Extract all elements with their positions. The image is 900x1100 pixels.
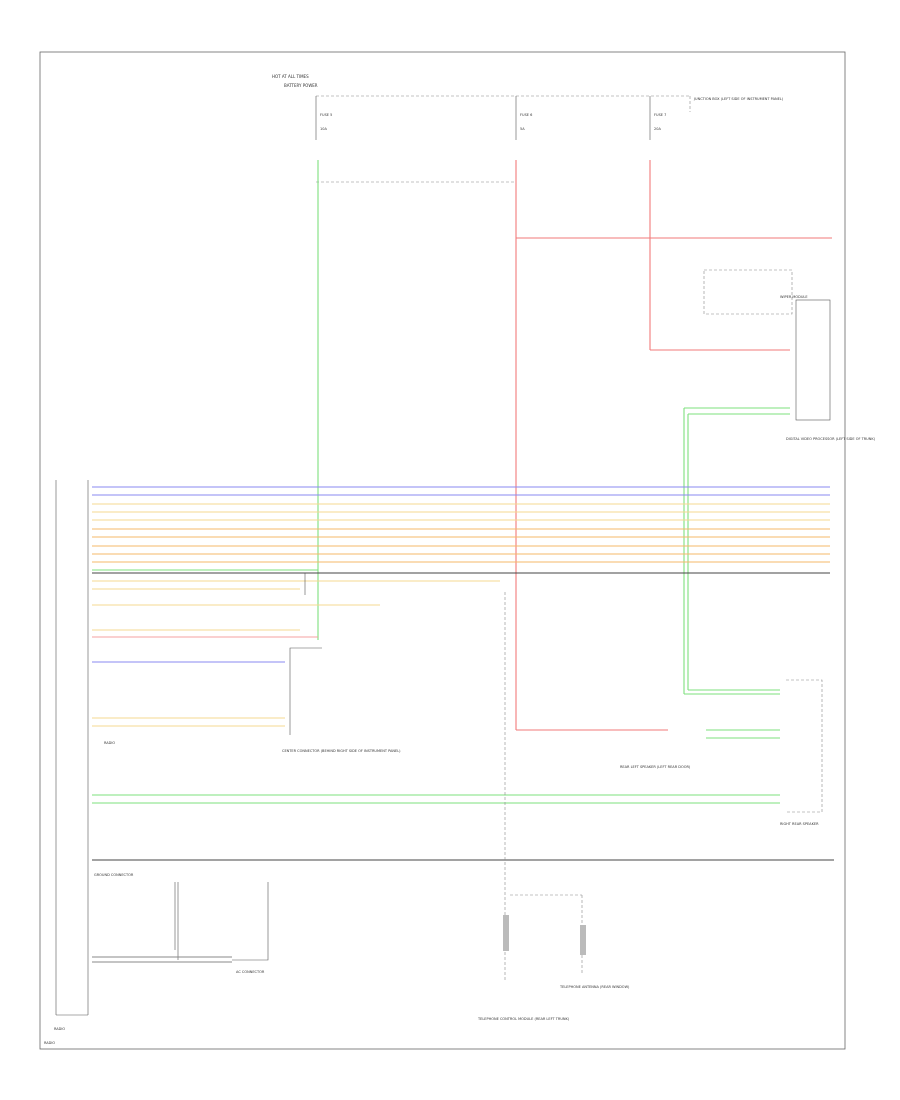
right-lower-label: RIGHT REAR SPEAKER xyxy=(780,822,819,826)
corner-label: RADIO xyxy=(44,1041,55,1045)
junction-label: JUNCTION BOX (LEFT SIDE OF INSTRUMENT PA… xyxy=(693,97,784,101)
top-label-2: BATTERY POWER xyxy=(284,83,318,88)
svg-text:FUSE 6: FUSE 6 xyxy=(520,113,532,117)
video-processor-box xyxy=(795,299,831,421)
fuse-2: FUSE 6 5A xyxy=(515,96,532,140)
module-left-label: RADIO xyxy=(104,741,115,745)
bottom-center-label: TELEPHONE CONTROL MODULE (REAR LEFT TRUN… xyxy=(477,1017,570,1021)
svg-text:5A: 5A xyxy=(520,127,525,131)
tel-antenna-box xyxy=(580,925,586,955)
rear-connector-label: REAR LEFT SPEAKER (LEFT REAR DOOR) xyxy=(620,765,691,769)
wiper-module-box xyxy=(703,269,793,315)
ac-label: AC CONNECTOR xyxy=(236,970,265,974)
bus-wires xyxy=(92,486,830,727)
connector-center: CENTER CONNECTOR (BEHIND RIGHT SIDE OF I… xyxy=(282,749,401,753)
top-label-1: HOT AT ALL TIMES xyxy=(272,74,309,79)
fuse-1: FUSE 5 10A xyxy=(315,96,332,140)
ac-bracket xyxy=(232,882,269,961)
module-right-2: DIGITAL VIDEO PROCESSOR (LEFT SIDE OF TR… xyxy=(786,437,876,441)
center-connector-bracket xyxy=(289,647,322,735)
diagram-frame xyxy=(39,51,846,1050)
fuse-3: FUSE 7 20A xyxy=(649,96,666,140)
svg-text:FUSE 7: FUSE 7 xyxy=(654,113,666,117)
svg-text:FUSE 5: FUSE 5 xyxy=(320,113,332,117)
svg-text:10A: 10A xyxy=(320,127,327,131)
bottom-right-label: TELEPHONE ANTENNA (REAR WINDOW) xyxy=(559,985,630,989)
right-speaker-bracket xyxy=(786,679,823,813)
bottom-left-label: RADIO xyxy=(54,1027,65,1031)
module-right-1: WIPER MODULE xyxy=(780,295,808,299)
svg-text:20A: 20A xyxy=(654,127,661,131)
tel-control-box xyxy=(503,915,509,951)
connector-lower: GROUND CONNECTOR xyxy=(94,873,134,877)
